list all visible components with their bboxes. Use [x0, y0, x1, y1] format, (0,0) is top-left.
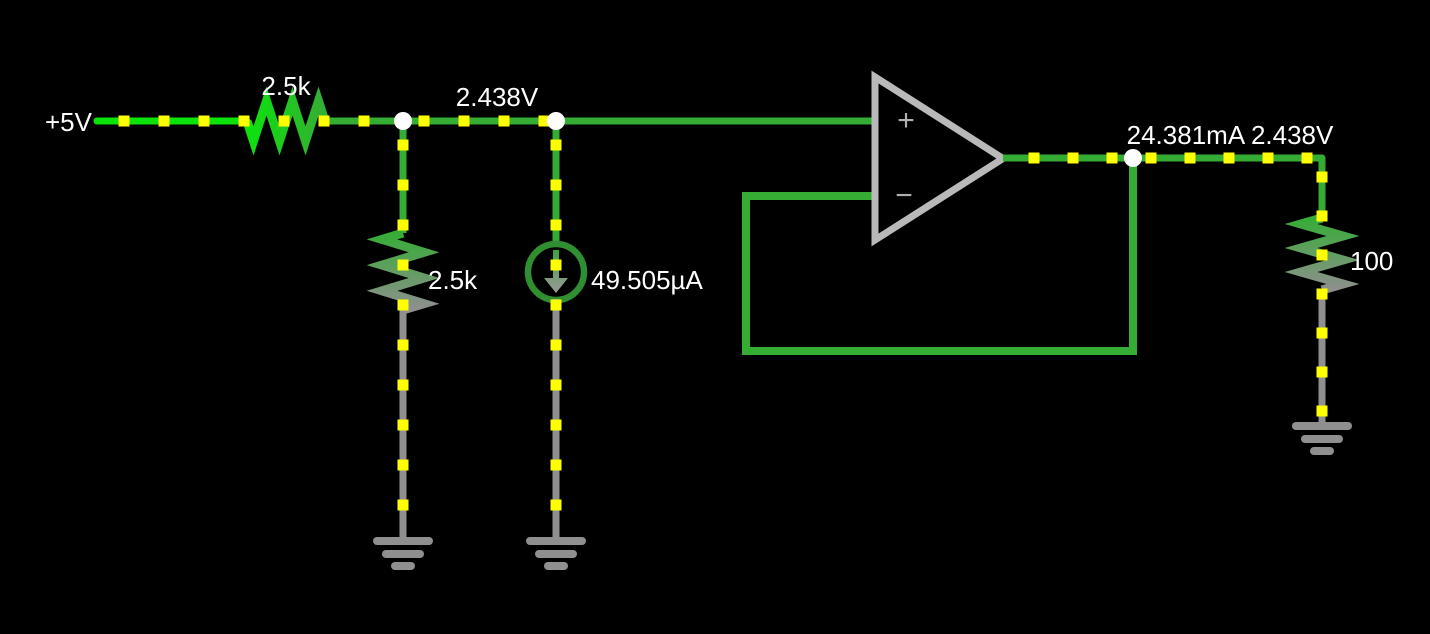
opamp-minus-icon: −	[895, 179, 913, 212]
node-junction-2	[547, 112, 565, 130]
opamp-triangle[interactable]	[871, 70, 1010, 247]
opamp-plus-icon: +	[897, 104, 915, 137]
resistor-r1-label: 2.5k	[261, 71, 311, 101]
supply-label: +5V	[45, 107, 93, 137]
resistor-r2-label: 2.5k	[428, 265, 478, 295]
current-source-label: 49.505µA	[591, 265, 704, 295]
node-voltage-readout: 2.438V	[456, 82, 539, 112]
opamp[interactable]: + −	[871, 70, 1010, 247]
wire-feedback-loop[interactable]	[742, 158, 1137, 355]
ground-symbol-2[interactable]	[526, 537, 586, 570]
wire-output[interactable]	[1003, 154, 1326, 218]
resistor-r2[interactable]	[366, 228, 440, 315]
output-readout: 24.381mA 2.438V	[1127, 120, 1334, 150]
ground-symbol-3[interactable]	[1292, 422, 1352, 455]
resistor-r3-label: 100	[1350, 246, 1393, 276]
ground-symbol-1[interactable]	[373, 537, 433, 570]
node-junction-1	[394, 112, 412, 130]
current-source[interactable]	[524, 240, 588, 304]
current-flow-dots	[118, 115, 1328, 511]
node-junction-output	[1124, 149, 1142, 167]
